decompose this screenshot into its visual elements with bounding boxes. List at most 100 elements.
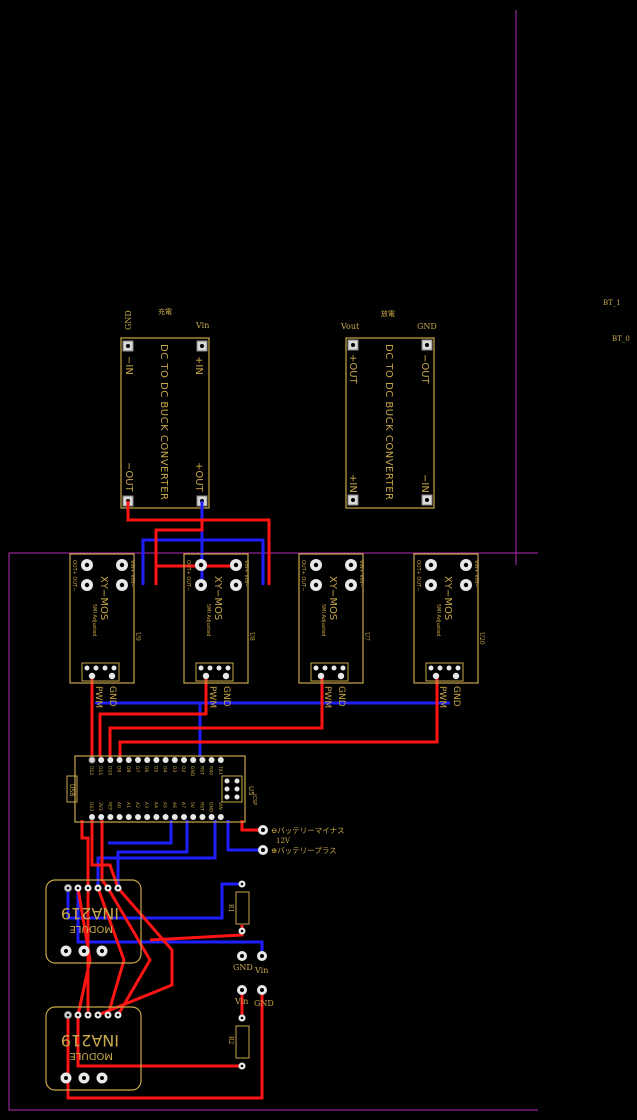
battery-minus-label: ⊖バッテリーマイナス	[271, 826, 345, 835]
battery-plus-label: ⊕バッテリープラス	[271, 846, 337, 855]
charge-converter: 充電 GND Vin −IN +IN −OUT +OUT DC TO DC BU…	[120, 307, 210, 509]
mcu-pin-tx1: TX1	[217, 765, 223, 775]
mos-ref: U8	[248, 632, 255, 641]
icsp-header	[221, 775, 243, 803]
bt1-label: BT_1	[603, 299, 621, 307]
mos-name: XY−MOS	[442, 576, 453, 620]
mcu-pin-d9: D9	[116, 766, 122, 772]
discharge-gnd-label: GND	[417, 322, 437, 331]
mos-pwm-label: PWM	[93, 686, 103, 708]
mcu-pin-a0: A0	[116, 802, 122, 808]
mcu-pin-a7: A7	[180, 802, 186, 808]
icsp-pins	[224, 778, 240, 800]
mcu-pin-d6: D6	[143, 766, 149, 772]
ina-name-label: INA219	[61, 904, 119, 923]
mos-name: XY−MOS	[327, 576, 338, 620]
battery-voltage-label: 12V	[276, 837, 291, 845]
mos-gnd-label: GND	[107, 686, 117, 707]
usb-label: USB	[68, 784, 75, 796]
mos-ref: U9	[134, 632, 141, 641]
mcu-outline	[74, 755, 246, 823]
mos-out-labels: OUT+ OUT−	[415, 560, 421, 591]
ina-module-label: MODULE	[70, 923, 113, 934]
charge-converter-outline	[120, 337, 210, 509]
discharge-heading: 放電	[381, 309, 395, 318]
mos-gnd-label: GND	[221, 686, 231, 707]
mcu-pin-3v3: 3V3	[97, 802, 103, 811]
mcu-pin-d3: D3	[171, 766, 177, 772]
mcu-pin-a1: A1	[125, 802, 131, 808]
mcu-pin-d13: D13	[88, 802, 94, 811]
mos-ref: U20	[478, 632, 485, 645]
mos-out-labels: OUT+ OUT−	[300, 560, 306, 591]
discharge-vout-label: Vout	[340, 322, 360, 331]
mcu-pin-gnd: GND	[189, 766, 195, 777]
battery-terminals: ⊖バッテリーマイナス 12V ⊕バッテリープラス	[258, 825, 345, 855]
upper-vin-label: Vin	[254, 966, 268, 975]
mcu-pin-5v: 5V	[189, 802, 195, 809]
bt0-label: BT_0	[612, 335, 630, 343]
mos-vin-labels: VIN+ VIN−	[129, 560, 135, 587]
discharge-converter-outline	[345, 337, 435, 509]
mos-name: XY−MOS	[98, 576, 109, 620]
mos-vin-labels: VIN+ VIN−	[358, 560, 364, 587]
discharge-title: DC TO DC BUCK CONVERTER	[383, 344, 394, 500]
r2-label: R2	[227, 1036, 234, 1045]
mcu-pin-rx0: RX0	[208, 766, 214, 775]
upper-gnd-label: GND	[233, 963, 253, 972]
mcu-pin-vin: VIN	[217, 802, 223, 810]
mcu-pin-a4: A4	[152, 802, 158, 808]
mcu-pin-d2: D2	[180, 766, 186, 772]
charge-gnd-label: GND	[124, 310, 133, 330]
discharge-in-minus: −IN	[419, 474, 430, 493]
mos-subtitle: 5MI Adjusted	[205, 604, 211, 636]
discharge-out-plus: +OUT	[347, 354, 358, 385]
mcu-pin-d4: D4	[162, 766, 168, 772]
charge-title: DC TO DC BUCK CONVERTER	[158, 344, 169, 500]
charge-out-plus: +OUT	[193, 462, 204, 493]
lower-vin-label: Vin	[234, 997, 248, 1006]
mcu-pin-rst: RST	[198, 766, 204, 775]
mos-ref: U7	[363, 632, 370, 641]
usb-connector	[66, 775, 78, 803]
mos-gnd-label: GND	[336, 686, 346, 707]
ina-name-label: INA219	[61, 1031, 119, 1050]
mos-subtitle: 5MI Adjusted	[91, 604, 97, 636]
ina-module-label: MODULE	[70, 1050, 113, 1061]
mcu-pin-rst: RST	[198, 802, 204, 811]
mcu-pin-a6: A6	[171, 802, 177, 808]
charge-in-minus: −IN	[123, 356, 134, 375]
lower-gnd-label: GND	[254, 999, 274, 1008]
mcu-pin-d12: D12	[88, 766, 94, 775]
mcu-pin-a5: A5	[162, 802, 168, 808]
r1-label: R1	[227, 904, 234, 912]
mcu-pin-d8: D8	[125, 766, 131, 772]
mcu-pin-ref: REF	[106, 802, 112, 811]
mos-pwm-label: PWM	[437, 686, 447, 708]
mcu-pin-d11: D11	[97, 766, 103, 775]
discharge-in-plus: +IN	[347, 474, 358, 493]
mos-out-labels: OUT+ OUT−	[185, 560, 191, 591]
mcu-pin-d7: D7	[134, 766, 140, 772]
mos-vin-labels: VIN+ VIN−	[473, 560, 479, 587]
mcu-pin-d10: D10	[106, 766, 112, 775]
mcu-ref: U5	[247, 786, 255, 796]
resistor-r2: R2	[227, 1014, 250, 1070]
board-edge	[8, 10, 538, 1111]
charge-vin-label: Vin	[195, 321, 209, 330]
discharge-out-minus: −OUT	[419, 354, 430, 385]
upper-terminal-pair: GND Vin	[233, 951, 268, 975]
mos-gnd-label: GND	[451, 686, 461, 707]
resistor-r1: R1	[227, 880, 250, 935]
lower-terminal-pair: Vin GND	[234, 985, 274, 1008]
